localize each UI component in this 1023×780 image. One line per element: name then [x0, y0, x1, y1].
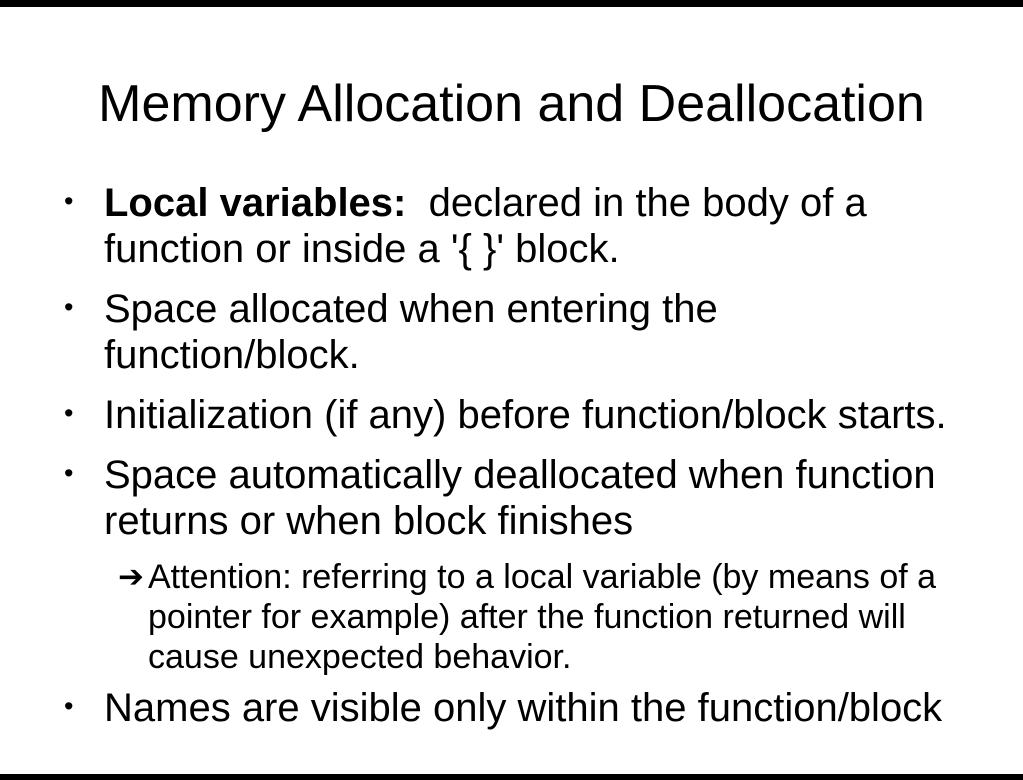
- bullet-dot-icon: •: [64, 292, 74, 322]
- bullet-item-space-deallocated: • Space automatically deallocated when f…: [0, 452, 1023, 544]
- slide-content-area: Memory Allocation and Deallocation • Loc…: [0, 7, 1023, 774]
- arrow-right-icon: ➔: [118, 559, 144, 595]
- bullet-line: Names are visible only within the functi…: [104, 686, 943, 730]
- bullet-line: Space allocated when entering the: [104, 287, 718, 331]
- bullet-line: Space automatically deallocated when fun…: [104, 453, 936, 497]
- bullet-line: Local variables: declared in the body of…: [104, 180, 1023, 226]
- bold-lead-in: Local variables:: [104, 181, 407, 225]
- bullet-line: function/block.: [104, 333, 360, 377]
- sub-note-line: pointer for example) after the function …: [148, 598, 906, 636]
- bullet-dot-icon: •: [64, 186, 74, 216]
- bullet-line: Initialization (if any) before function/…: [104, 393, 947, 437]
- bullet-item-space-allocated: • Space allocated when entering the func…: [0, 286, 1023, 378]
- sub-note-line: Attention: referring to a local variable…: [148, 558, 937, 596]
- sub-note-line: cause unexpected behavior.: [148, 638, 572, 676]
- sub-note-attention: ➔ Attention: referring to a local variab…: [0, 557, 1023, 677]
- bullet-dot-icon: •: [64, 458, 74, 488]
- bullet-dot-icon: •: [64, 691, 74, 721]
- slide-title: Memory Allocation and Deallocation: [98, 75, 925, 133]
- bullet-line: returns or when block finishes: [104, 499, 634, 543]
- bullet-item-local-variables: • Local variables: declared in the body …: [0, 180, 1023, 272]
- bullet-line-text: declared in the body of a: [406, 181, 867, 225]
- bullet-line: function or inside a '{ }' block.: [104, 227, 620, 271]
- bullet-dot-icon: •: [64, 398, 74, 428]
- bullet-list: • Local variables: declared in the body …: [0, 180, 1023, 731]
- bullet-item-initialization: • Initialization (if any) before functio…: [0, 392, 1023, 438]
- bullet-item-names-visible: • Names are visible only within the func…: [0, 685, 1023, 731]
